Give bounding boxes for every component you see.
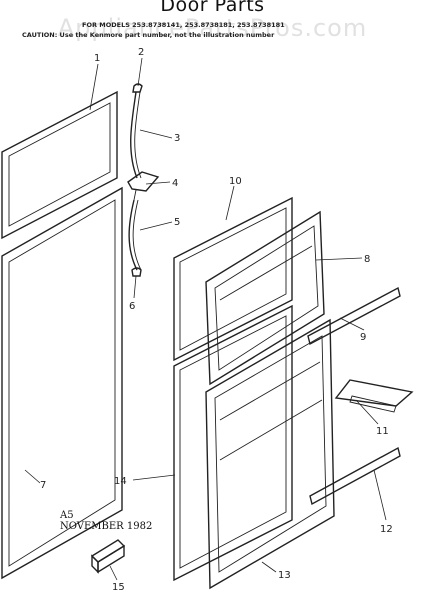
callout-9: 9 [360,332,366,343]
callout-5: 5 [174,217,180,228]
door-rack [309,446,401,506]
freezer-door-liner [205,210,325,386]
callout-8: 8 [364,254,370,265]
freezer-door-panel [173,196,293,362]
caution-line: CAUTION: Use the Kenmore part number, no… [22,31,275,39]
fresh-food-door-liner [205,318,335,590]
butter-bin [90,539,126,574]
callout-6: 6 [129,301,135,312]
diagram-title: Door Parts [160,0,265,16]
callout-11: 11 [376,426,389,437]
upper-door-gasket [1,90,118,240]
callout-10: 10 [229,176,242,187]
callout-3: 3 [174,133,180,144]
callout-1: 1 [94,53,100,64]
revision-date: NOVEMBER 1982 [60,521,153,532]
freezer-shelf [307,286,401,346]
callout-12: 12 [380,524,393,535]
lower-door-gasket [1,186,123,580]
callout-2: 2 [138,47,144,58]
callout-numbers: 1 2 3 4 5 6 7 8 9 10 11 12 13 14 15 [40,47,393,593]
callout-7: 7 [40,480,46,491]
callout-4: 4 [172,178,178,189]
revision-code: A5 [60,510,74,521]
callout-13: 13 [278,570,291,581]
callout-15: 15 [112,582,125,593]
leader-lines [24,57,387,581]
callout-14: 14 [114,476,127,487]
hinge-handle-assembly [127,83,160,277]
door-tray [334,379,414,413]
fresh-food-door [173,304,293,582]
models-line: FOR MODELS 253.8738141, 253.8738181, 253… [82,21,285,29]
